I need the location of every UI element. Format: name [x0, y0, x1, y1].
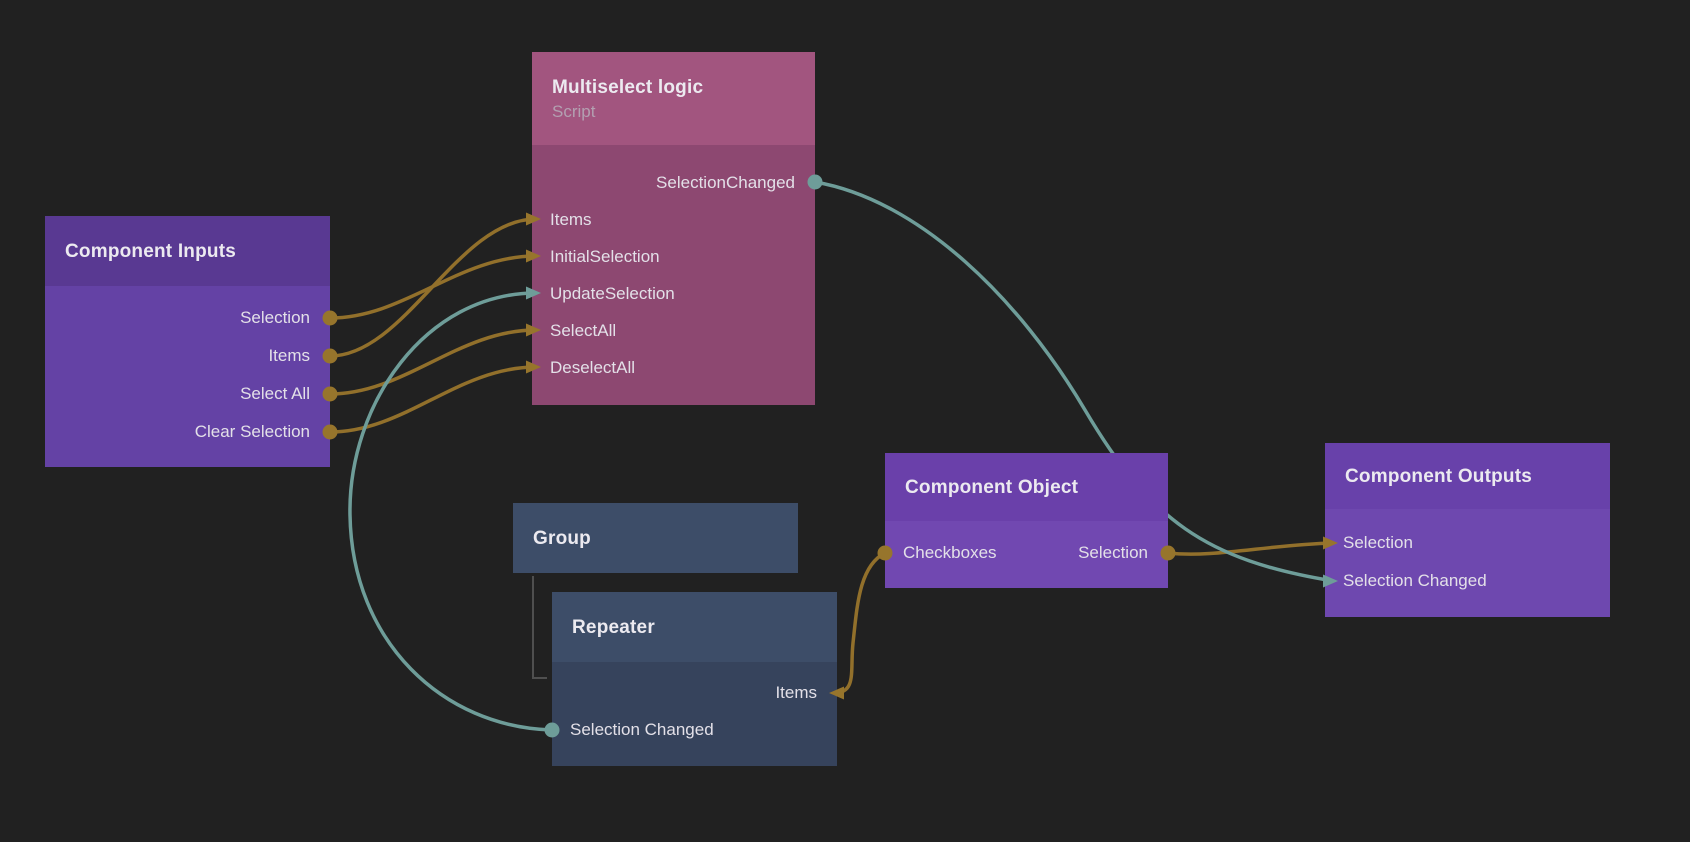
- node-header[interactable]: Component Inputs: [45, 216, 330, 286]
- node-subtitle: Script: [552, 101, 596, 121]
- connection-items-to-items[interactable]: [328, 217, 538, 358]
- port-selection-input[interactable]: Selection: [1325, 524, 1610, 562]
- port-label: Items: [550, 209, 592, 229]
- node-component-object[interactable]: Component Object Checkboxes Selection: [885, 453, 1168, 588]
- port-selection-label: Selection: [1078, 543, 1148, 562]
- port-updateselection-input[interactable]: UpdateSelection: [532, 275, 815, 312]
- node-header[interactable]: Group: [513, 503, 798, 573]
- connection-repeater-selectionchanged-to-updateselection[interactable]: [348, 291, 554, 732]
- port-selectionchanged-input[interactable]: Selection Changed: [1325, 562, 1610, 600]
- node-header[interactable]: Multiselect logic Script: [532, 52, 815, 145]
- connection-selectall-to-selectall[interactable]: [328, 328, 538, 396]
- port-clearselection-output[interactable]: Clear Selection: [45, 413, 330, 451]
- port-label: Selection Changed: [1343, 571, 1487, 590]
- port-items-input[interactable]: Items: [552, 674, 837, 711]
- node-multiselect-logic[interactable]: Multiselect logic Script SelectionChange…: [532, 52, 815, 405]
- port-label: Selection Changed: [570, 719, 714, 739]
- port-label: Clear Selection: [194, 422, 310, 441]
- node-group[interactable]: Group: [513, 503, 798, 573]
- port-label: UpdateSelection: [550, 283, 675, 303]
- port-selectall-input[interactable]: SelectAll: [532, 312, 815, 349]
- port-label: SelectAll: [550, 320, 617, 340]
- port-label: Selection: [240, 308, 310, 327]
- node-body: Checkboxes Selection: [885, 521, 1168, 588]
- node-title: Multiselect logic: [552, 76, 704, 98]
- port-label: Selection: [1343, 533, 1413, 552]
- port-selectall-output[interactable]: Select All: [45, 375, 330, 413]
- group-repeater-hierarchy-line: [532, 576, 547, 679]
- node-body: Items Selection Changed: [552, 662, 837, 766]
- node-body: SelectionChanged Items InitialSelection …: [532, 145, 815, 405]
- port-checkboxes-label: Checkboxes: [903, 543, 997, 562]
- node-header[interactable]: Component Object: [885, 453, 1168, 521]
- port-items-output[interactable]: Items: [45, 337, 330, 375]
- port-label: DeselectAll: [550, 357, 636, 377]
- port-selection-output[interactable]: Selection: [45, 299, 330, 337]
- port-selectionchanged-output[interactable]: Selection Changed: [552, 711, 837, 748]
- port-label: InitialSelection: [550, 246, 660, 266]
- port-label: Items: [775, 682, 817, 702]
- connection-clearselection-to-deselectall[interactable]: [328, 365, 538, 434]
- node-component-outputs[interactable]: Component Outputs Selection Selection Ch…: [1325, 443, 1610, 617]
- node-title: Component Object: [905, 476, 1079, 498]
- connection-checkboxes-to-repeater-items[interactable]: [832, 551, 887, 695]
- port-label: SelectionChanged: [656, 172, 795, 192]
- node-body: Selection Selection Changed: [1325, 509, 1610, 617]
- port-initialselection-input[interactable]: InitialSelection: [532, 238, 815, 275]
- node-body: Selection Items Select All Clear Selecti…: [45, 286, 330, 467]
- port-label: Select All: [240, 384, 310, 403]
- node-title: Group: [533, 527, 591, 549]
- node-title: Repeater: [572, 616, 655, 638]
- node-repeater[interactable]: Repeater Items Selection Changed: [552, 592, 837, 766]
- port-row-checkboxes-selection[interactable]: Checkboxes Selection: [885, 534, 1168, 572]
- port-label: Items: [268, 346, 310, 365]
- node-title: Component Outputs: [1345, 465, 1533, 487]
- node-header[interactable]: Component Outputs: [1325, 443, 1610, 509]
- node-header[interactable]: Repeater: [552, 592, 837, 662]
- port-items-input[interactable]: Items: [532, 201, 815, 238]
- connection-objectselection-to-outputselection[interactable]: [1166, 541, 1335, 556]
- port-selectionchanged-output[interactable]: SelectionChanged: [532, 164, 815, 201]
- port-deselectall-input[interactable]: DeselectAll: [532, 349, 815, 386]
- connection-selectionchanged-to-output-selectionchanged[interactable]: [813, 180, 1335, 583]
- node-component-inputs[interactable]: Component Inputs Selection Items Select …: [45, 216, 330, 467]
- node-title: Component Inputs: [65, 240, 237, 262]
